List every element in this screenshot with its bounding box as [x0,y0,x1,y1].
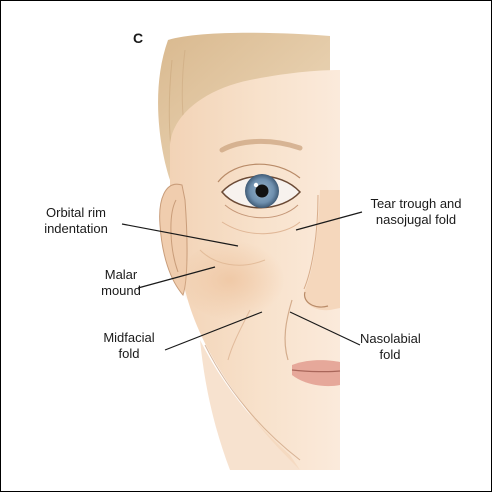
orbital-rim-indentation-label: Orbital rim indentation [31,205,121,237]
tear-trough-label: Tear trough and nasojugal fold [356,196,476,228]
malar-mound-label: Malar mound [91,267,151,299]
midfacial-fold-label: Midfacial fold [94,330,164,362]
panel-letter: C [133,30,143,46]
nasolabial-fold-label: Nasolabial fold [360,331,420,363]
